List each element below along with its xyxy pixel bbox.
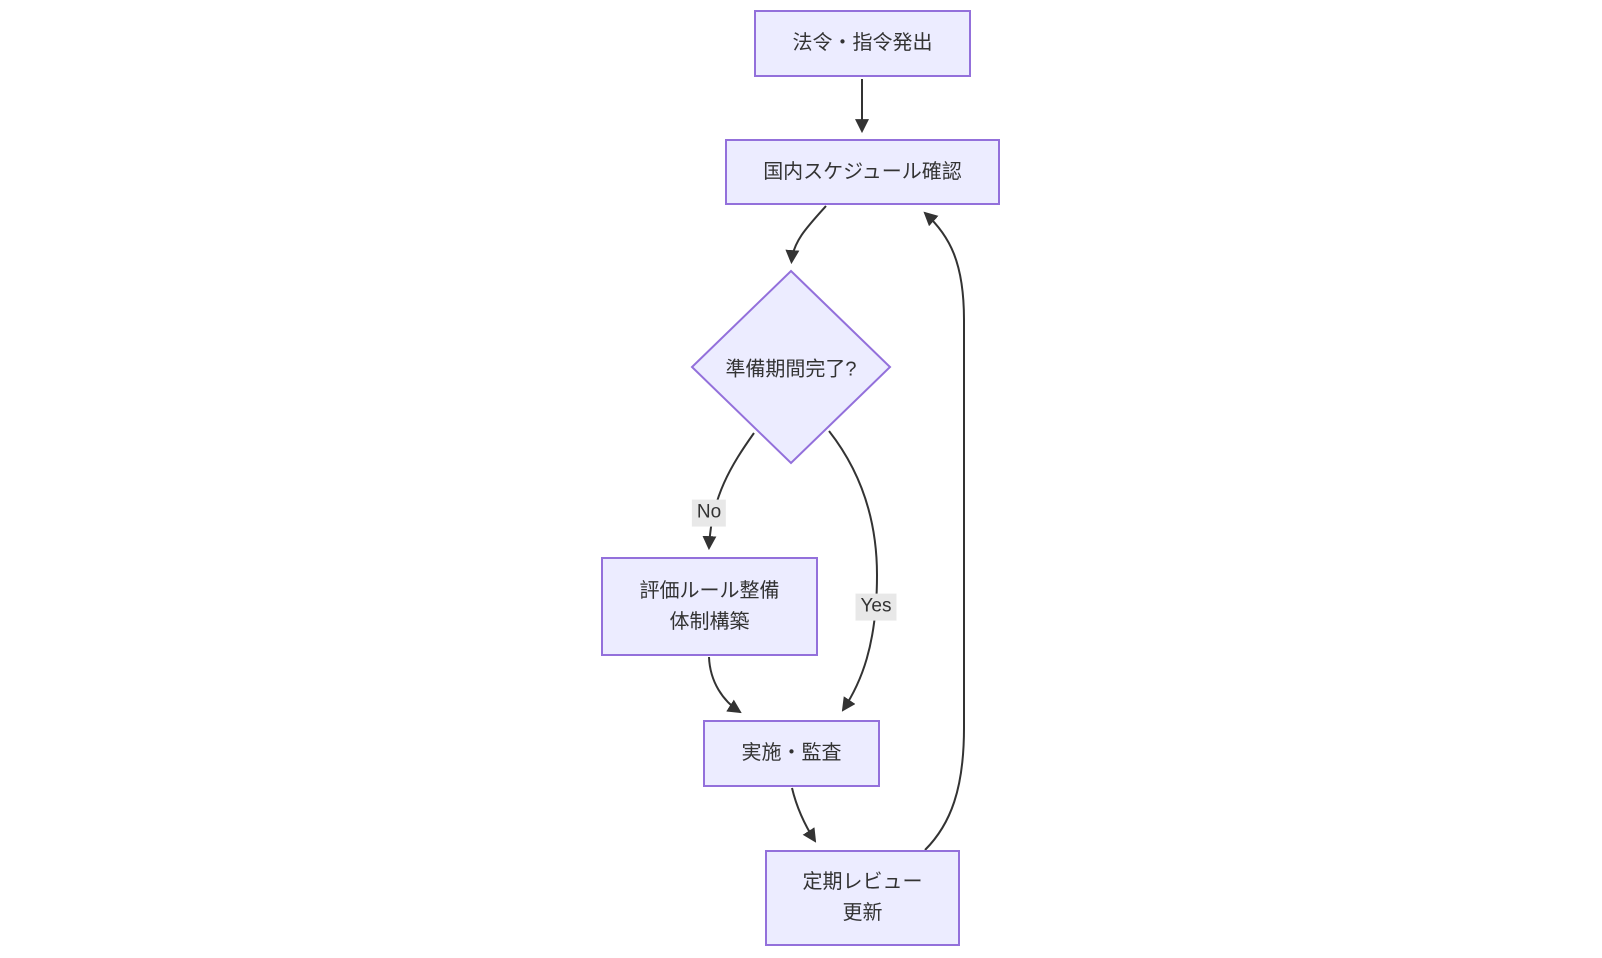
edge-schedule-to-decision — [785, 205, 827, 265]
node-preparation-complete-decision: 準備期間完了? — [725, 353, 856, 382]
edge-impl-audit-to-review-update — [791, 787, 817, 843]
node-law-directive-issuance: 法令・指令発出 — [754, 10, 971, 77]
node-domestic-schedule-check: 国内スケジュール確認 — [725, 139, 1000, 205]
node-label: 法令・指令発出 — [792, 32, 933, 54]
node-evaluation-rules-setup: 評価ルール整備 体制構築 — [601, 557, 818, 656]
node-periodic-review-update: 定期レビュー 更新 — [765, 850, 960, 946]
edge-label-no: No — [691, 499, 727, 527]
node-label-line1: 定期レビュー — [802, 871, 923, 893]
node-implementation-audit: 実施・監査 — [703, 720, 880, 787]
edge-review-update-to-schedule — [923, 211, 965, 851]
edge-decision-yes-to-impl-audit — [828, 430, 879, 712]
edge-decision-no-to-rules-setup — [702, 432, 755, 551]
node-label: 国内スケジュール確認 — [763, 160, 962, 183]
edge-label-text: No — [696, 501, 722, 523]
edge-label-text: Yes — [860, 595, 892, 617]
node-label-line1: 評価ルール整備 — [639, 579, 780, 602]
decision-diamond-shape — [690, 269, 892, 465]
edge-rules-setup-to-impl-audit — [708, 656, 742, 714]
node-label: 準備期間完了? — [725, 358, 857, 381]
node-label-line2: 体制構築 — [669, 610, 750, 633]
node-label-line2: 更新 — [842, 902, 883, 924]
node-label: 実施・監査 — [741, 742, 842, 764]
edge-label-yes: Yes — [855, 593, 897, 621]
